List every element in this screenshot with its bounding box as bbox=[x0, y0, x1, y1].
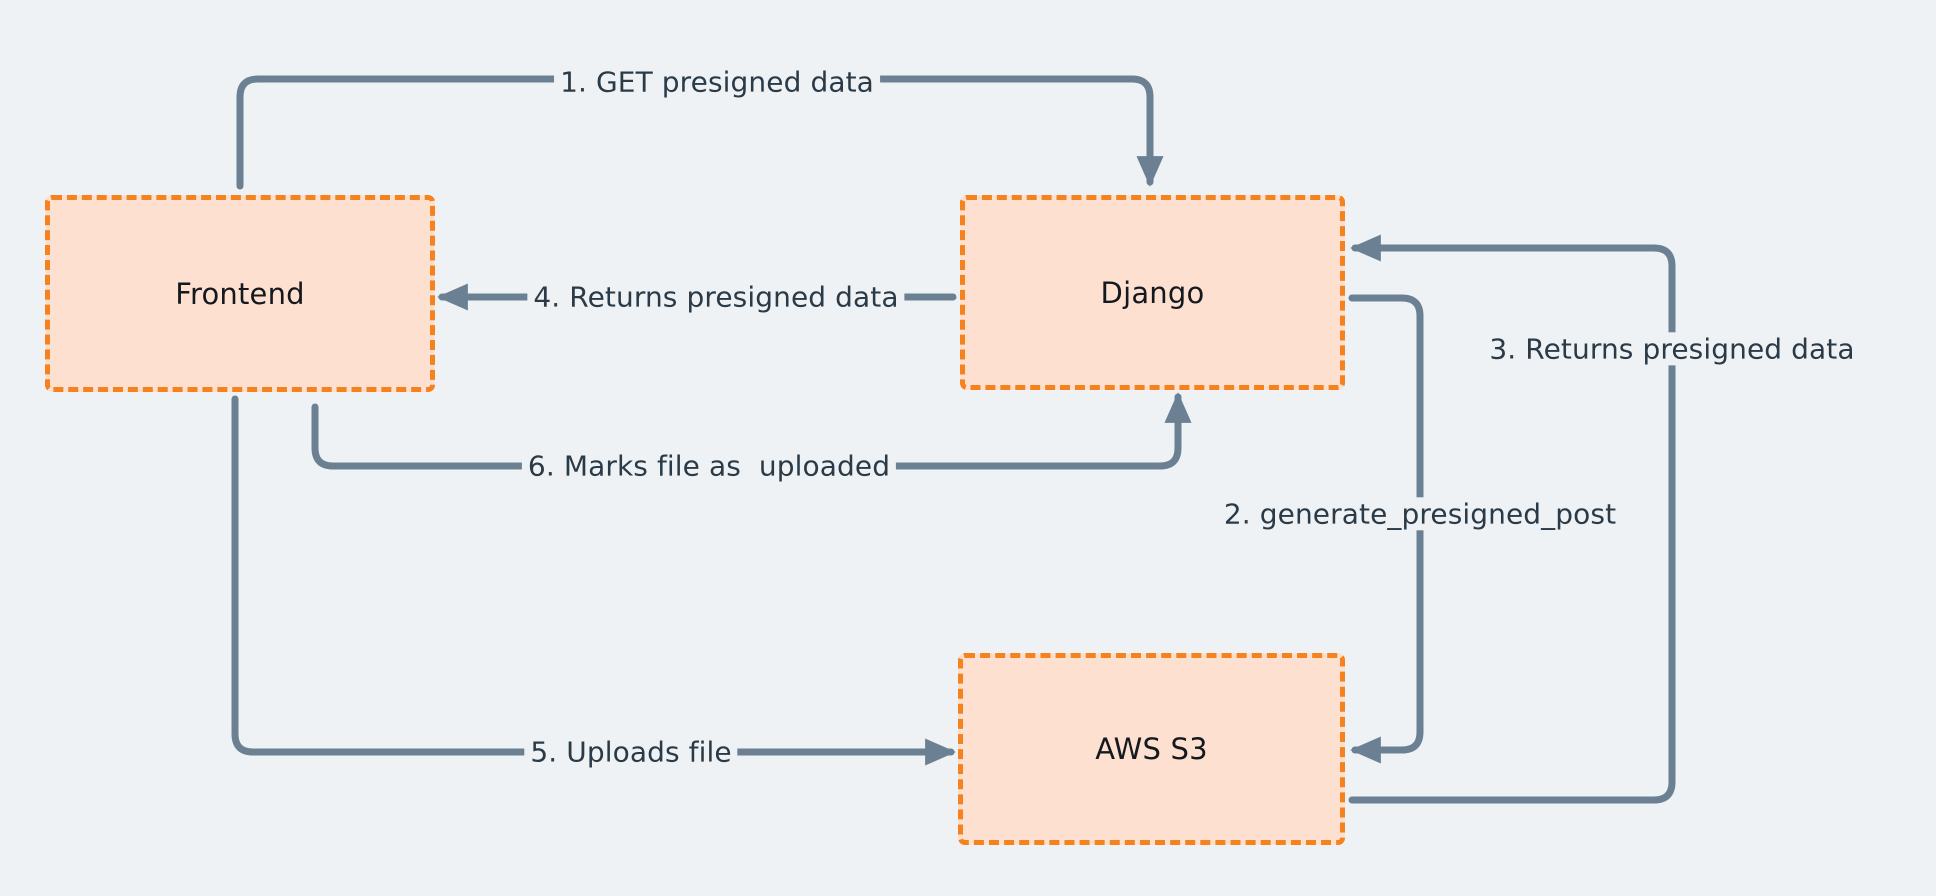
node-django[interactable]: Django bbox=[960, 195, 1345, 390]
node-frontend[interactable]: Frontend bbox=[45, 195, 435, 392]
node-django-label: Django bbox=[1100, 275, 1205, 310]
edge-label-3-returns-presigned-data: 3. Returns presigned data bbox=[1483, 332, 1861, 366]
node-aws-s3-label: AWS S3 bbox=[1095, 732, 1208, 766]
edge-label-6-marks-file-as-uploaded: 6. Marks file as uploaded bbox=[521, 449, 897, 483]
edge-label-4-returns-presigned-data: 4. Returns presigned data bbox=[527, 280, 905, 314]
node-frontend-label: Frontend bbox=[175, 276, 305, 311]
node-aws-s3[interactable]: AWS S3 bbox=[958, 653, 1345, 845]
edge-label-1-get-presigned-data: 1. GET presigned data bbox=[554, 65, 880, 99]
edge-label-5-uploads-file: 5. Uploads file bbox=[524, 735, 738, 769]
edge-label-2-generate-presigned-post: 2. generate_presigned_post bbox=[1217, 497, 1623, 531]
